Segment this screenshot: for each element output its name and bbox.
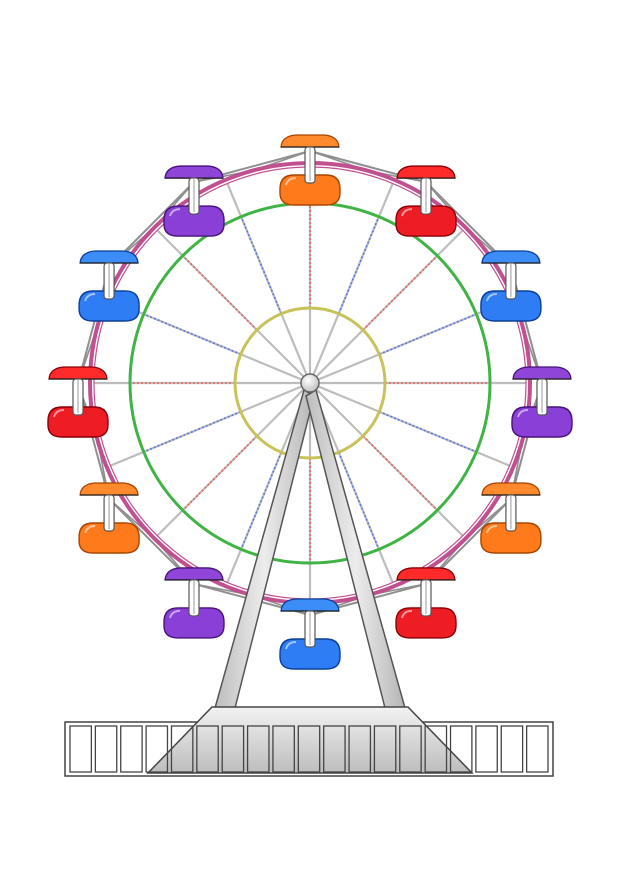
fence-post — [94, 725, 118, 773]
gondola-red — [47, 366, 109, 438]
gondolas — [47, 134, 573, 670]
spoke-lights — [337, 451, 380, 550]
gondola-cabin — [47, 406, 109, 438]
spoke-lights — [240, 451, 283, 550]
gondola-cabin — [395, 607, 457, 639]
fence-post — [500, 725, 524, 773]
fence-post — [323, 725, 346, 773]
platform — [146, 706, 474, 774]
gondola-cabin — [163, 205, 225, 237]
fence-post — [475, 725, 498, 773]
gondola-blue — [78, 250, 140, 322]
spoke-lights — [378, 313, 477, 356]
gondola-shine — [53, 409, 65, 418]
gondola-roof — [280, 598, 340, 612]
spoke-lights — [182, 255, 258, 331]
gondola-shine — [285, 177, 297, 186]
spoke-lights — [362, 435, 438, 511]
gondola-roof — [79, 482, 139, 496]
gondola-orange — [279, 134, 341, 206]
gondola-shine — [401, 609, 413, 619]
gondola-cabin — [279, 638, 341, 670]
gondola-orange — [480, 482, 542, 554]
gondola-cabin — [480, 522, 542, 554]
spoke-lights — [240, 216, 283, 315]
gondola-shine — [401, 208, 413, 217]
gondola-blue — [480, 250, 542, 322]
fence-post — [246, 725, 270, 773]
gondola-cabin — [78, 290, 140, 322]
gondola-purple — [163, 567, 225, 639]
fence-post — [196, 725, 219, 773]
gondola-cabin — [78, 522, 140, 554]
gondola-purple — [163, 165, 225, 237]
fence-railing — [69, 725, 549, 773]
fence-post — [145, 725, 169, 773]
fence-post — [399, 725, 422, 773]
gondola-roof — [280, 134, 340, 148]
gondola-shine — [169, 208, 181, 217]
spoke-lights — [143, 313, 242, 356]
gondola-shine — [485, 525, 497, 534]
gondola-shine — [517, 409, 529, 418]
platform-base — [64, 706, 554, 777]
gondola-roof — [48, 366, 108, 380]
gondola-cabin — [480, 290, 542, 322]
gondola-cabin — [395, 205, 457, 237]
gondola-shine — [169, 609, 181, 619]
fence-post — [120, 725, 143, 773]
gondola-cabin — [279, 174, 341, 206]
fence-post — [69, 725, 93, 773]
spoke-lights — [182, 435, 258, 511]
gondola-roof — [481, 482, 541, 496]
gondola-purple — [511, 366, 573, 438]
spoke-lights — [362, 255, 438, 331]
gondola-roof — [79, 250, 139, 264]
fence-post — [348, 725, 372, 773]
spoke-lights — [378, 410, 477, 453]
gondola-shine — [485, 293, 497, 302]
gondola-roof — [396, 165, 456, 179]
gondola-roof — [481, 250, 541, 264]
fence-post — [373, 725, 397, 773]
hub — [300, 373, 320, 393]
gondola-shine — [84, 525, 96, 534]
gondola-roof — [164, 165, 224, 179]
fence-post — [297, 725, 321, 773]
fence-post — [170, 725, 194, 773]
gondola-orange — [78, 482, 140, 554]
gondola-cabin — [511, 406, 573, 438]
inner-ring — [233, 306, 387, 460]
spoke-lights — [143, 410, 242, 453]
fence-post — [424, 725, 448, 773]
gondola-roof — [396, 567, 456, 581]
gondola-red — [395, 567, 457, 639]
gondola-cabin — [163, 607, 225, 639]
gondola-blue — [279, 598, 341, 670]
gondola-shine — [285, 641, 297, 650]
spoke-lights — [337, 216, 380, 315]
fence-post — [525, 725, 549, 773]
fence-post — [272, 725, 295, 773]
gondola-red — [395, 165, 457, 237]
gondola-roof — [512, 366, 572, 380]
gondola-shine — [84, 293, 96, 302]
fence-post — [449, 725, 473, 773]
gondola-roof — [164, 567, 224, 581]
fence-post — [221, 725, 245, 773]
